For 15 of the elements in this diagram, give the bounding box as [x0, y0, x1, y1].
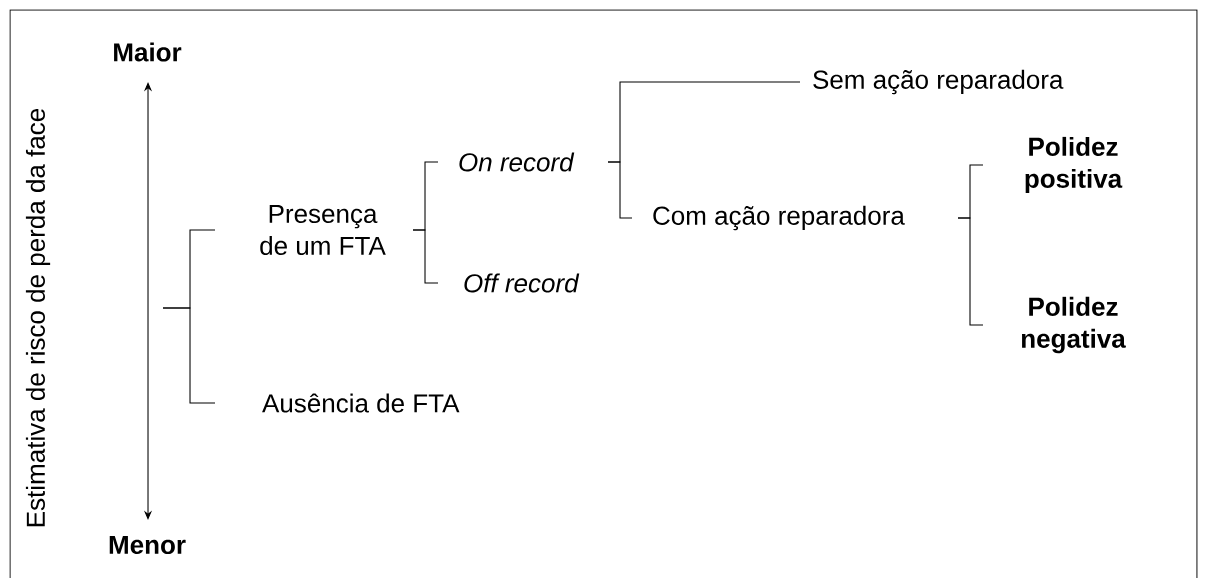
brace: [607, 161, 633, 219]
brace: [162, 307, 216, 404]
tree-label: Polidez negativa: [1021, 296, 1126, 354]
scale-end-label: Menor: [109, 535, 186, 555]
scale-end-label: Maior: [114, 42, 182, 62]
brace: [957, 217, 984, 326]
tree-label: Presença de um FTA: [260, 204, 386, 256]
tree-label: On record: [459, 152, 575, 172]
tree-label: Polidez positiva: [1025, 136, 1123, 194]
axis-title: Estimativa de risco de perda da face: [25, 108, 51, 527]
tree-label: Com ação reparadora: [653, 205, 905, 231]
brace: [412, 229, 439, 284]
tree-label: Sem ação reparadora: [813, 69, 1064, 95]
tree-label: Off record: [464, 273, 580, 293]
tree-label: Ausência de FTA: [262, 393, 460, 413]
